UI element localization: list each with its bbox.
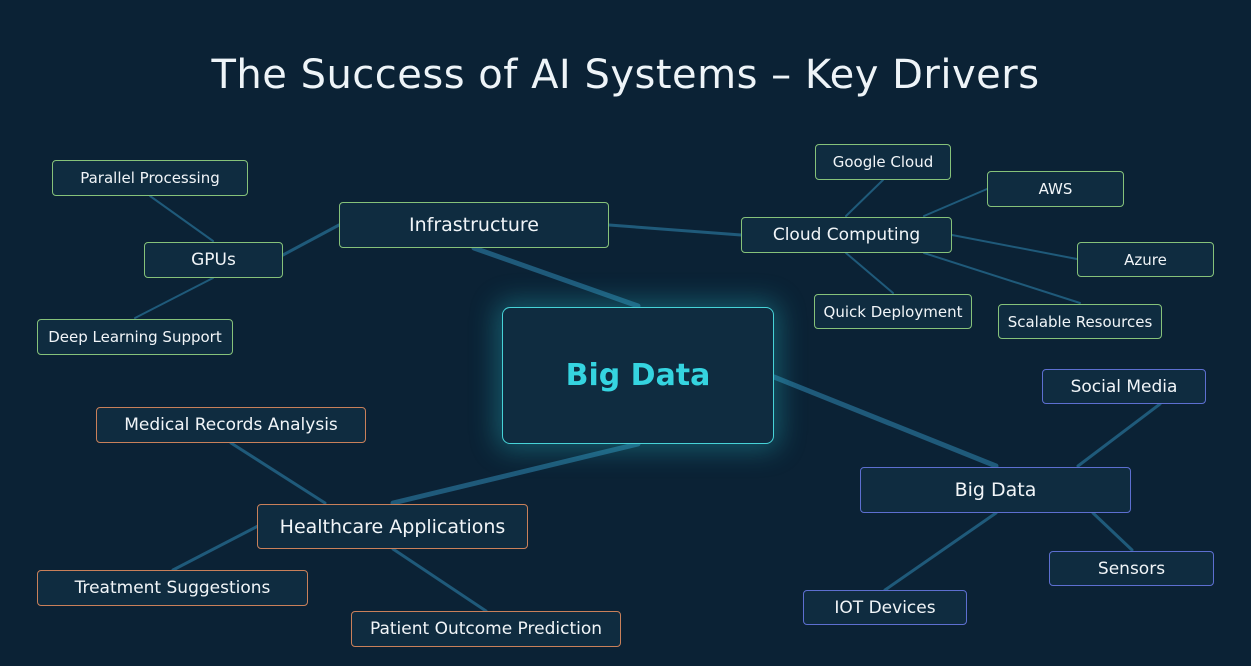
leaf-medical-records-analysis: Medical Records Analysis: [96, 407, 366, 443]
leaf-parallel-processing: Parallel Processing: [52, 160, 248, 196]
center-node: Big Data: [502, 307, 774, 444]
link-bigdata-sensors: [1091, 511, 1134, 552]
link-cloud-azure: [951, 234, 1078, 260]
leaf-google-cloud: Google Cloud: [815, 144, 951, 180]
link-cloud-scalable: [923, 252, 1081, 304]
diagram-title: The Success of AI Systems – Key Drivers: [211, 52, 1040, 98]
link-bigdata-social: [1076, 402, 1162, 468]
link-healthcare-medical: [229, 441, 327, 505]
link-bigdata-iot: [883, 511, 998, 592]
leaf-azure: Azure: [1077, 242, 1214, 277]
link-center-healthcare: [390, 441, 641, 506]
link-healthcare-patient: [391, 547, 488, 613]
leaf-aws: AWS: [987, 171, 1124, 207]
link-cloud-google: [845, 179, 884, 217]
sub-cloud-computing: Cloud Computing: [741, 217, 952, 253]
link-infrastructure-cloud: [607, 223, 743, 237]
leaf-quick-deployment: Quick Deployment: [814, 294, 972, 329]
leaf-treatment-suggestions: Treatment Suggestions: [37, 570, 308, 606]
leaf-sensors: Sensors: [1049, 551, 1214, 586]
branch-big-data: Big Data: [860, 467, 1131, 513]
link-healthcare-treatment: [171, 524, 260, 572]
sub-gpus: GPUs: [144, 242, 283, 278]
link-cloud-quick: [845, 252, 894, 294]
link-gpus-parallel: [149, 195, 214, 242]
leaf-patient-outcome-prediction: Patient Outcome Prediction: [351, 611, 621, 647]
link-center-infrastructure: [471, 245, 641, 309]
leaf-scalable-resources: Scalable Resources: [998, 304, 1162, 339]
branch-healthcare-applications: Healthcare Applications: [257, 504, 528, 549]
leaf-iot-devices: IOT Devices: [803, 590, 967, 625]
link-cloud-aws: [923, 188, 988, 217]
branch-infrastructure: Infrastructure: [339, 202, 609, 248]
link-infrastructure-gpus: [281, 223, 341, 257]
link-center-bigdata: [771, 374, 999, 469]
leaf-social-media: Social Media: [1042, 369, 1206, 404]
leaf-deep-learning-support: Deep Learning Support: [37, 319, 233, 355]
link-gpus-deeplearning: [134, 277, 214, 319]
